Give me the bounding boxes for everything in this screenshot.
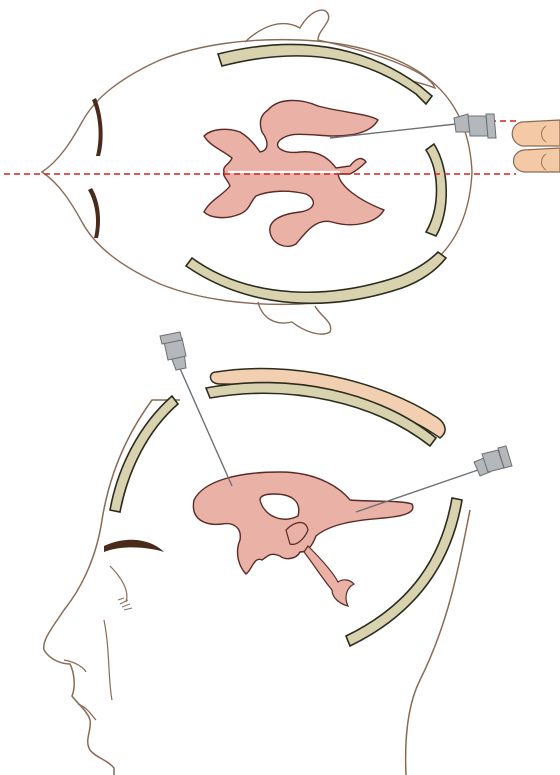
eye-lid (110, 566, 127, 602)
skull-lateral-top (206, 383, 436, 446)
skull-arc-upper (218, 45, 432, 104)
skull-arc-right (426, 144, 446, 236)
finger-lower (514, 148, 560, 172)
finger-upper (512, 120, 560, 146)
ear-lower (258, 302, 331, 334)
eyelashes (118, 598, 132, 610)
nostril-line (64, 660, 86, 672)
nose-line-upper (92, 98, 103, 156)
nose-line-lower (88, 188, 100, 238)
ventricle-fourth-stem (304, 546, 354, 606)
eyelash-3 (122, 604, 130, 607)
eyelash-1 (118, 598, 124, 600)
eyelash-4 (124, 608, 132, 610)
side-view-panel (44, 332, 512, 775)
eyebrow (104, 540, 164, 552)
needle-top-cap (486, 114, 496, 138)
cheek-line (104, 620, 112, 700)
eyelash-2 (120, 600, 128, 604)
top-view-panel (4, 10, 560, 334)
skull-arc-lower (186, 252, 446, 303)
needle-top-body (468, 116, 488, 136)
head-profile-outline (44, 400, 180, 775)
fingers (512, 120, 560, 172)
